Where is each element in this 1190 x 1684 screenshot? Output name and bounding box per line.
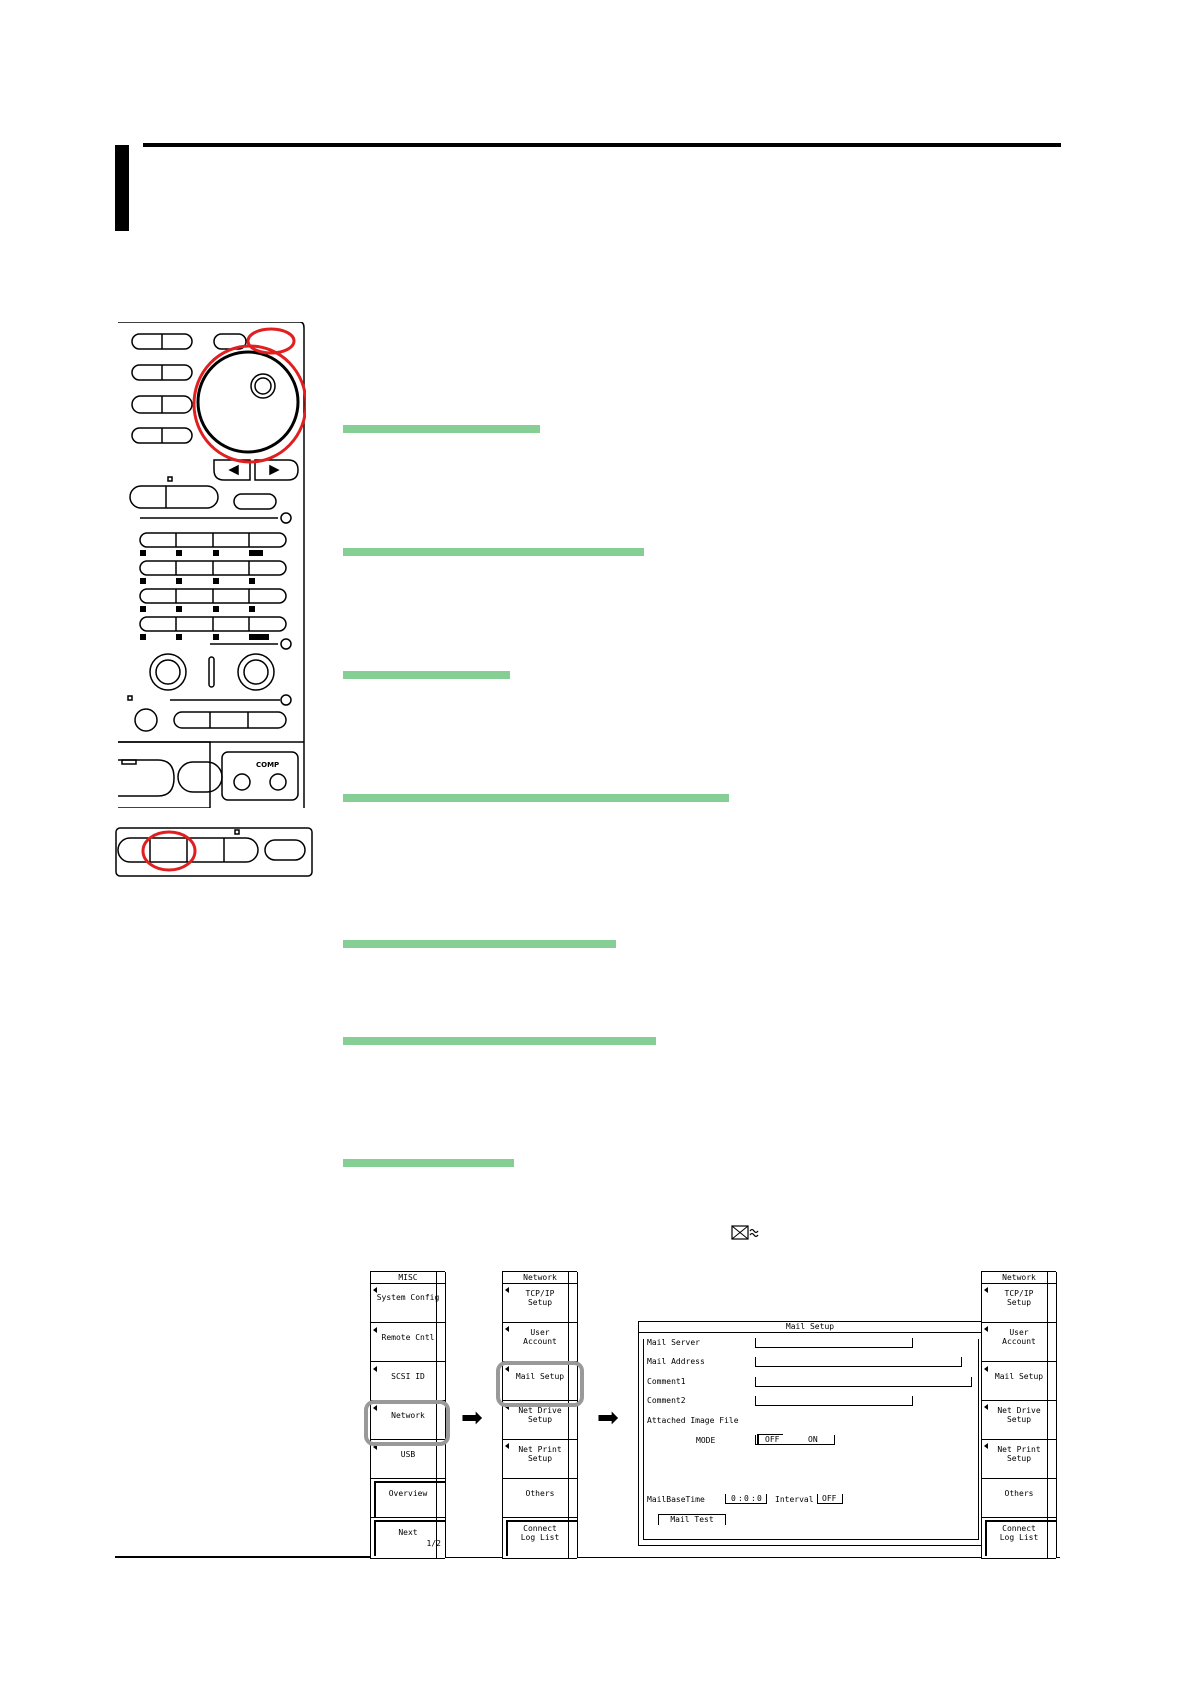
section-bar-2	[343, 548, 644, 556]
attached-image-file-label: Attached Image File	[647, 1416, 739, 1425]
softkey-mail-setup[interactable]: Mail Setup	[503, 1366, 577, 1381]
header-rule	[143, 143, 1061, 147]
section-bar-6	[343, 1037, 656, 1045]
network-panel-title: Network	[503, 1272, 577, 1284]
softkey-network[interactable]: Network	[371, 1405, 445, 1420]
device-bottom-keys	[115, 827, 313, 877]
section-bar-3	[343, 671, 510, 679]
interval-label: Interval	[775, 1495, 814, 1504]
page-indicator: 1/2	[426, 1539, 441, 1548]
softkey-others[interactable]: Others	[525, 1489, 555, 1498]
comment2-label: Comment2	[647, 1396, 686, 1405]
footer-rule-right	[445, 1557, 1060, 1558]
arrow-icon: ➡	[461, 1403, 483, 1433]
misc-soft-key-panel: MISC System Config Remote Cntl SCSI ID N…	[370, 1271, 446, 1559]
comment1-label: Comment1	[647, 1377, 686, 1386]
section-bar-5	[343, 940, 616, 948]
mail-address-field[interactable]	[755, 1357, 962, 1367]
mode-on-option[interactable]: ON	[808, 1435, 818, 1444]
highlight-network	[364, 1400, 450, 1446]
mode-label: MODE	[696, 1436, 716, 1445]
footer-rule	[115, 1556, 370, 1558]
chapter-marker	[115, 145, 129, 231]
softkey-scsi-id[interactable]: SCSI ID	[371, 1366, 445, 1381]
time-minute[interactable]: 0	[744, 1494, 749, 1503]
comment2-field[interactable]	[755, 1396, 913, 1406]
mail-server-field[interactable]	[755, 1338, 913, 1348]
softkey-remote-cntl[interactable]: Remote Cntl	[371, 1327, 445, 1342]
softkey-others-right[interactable]: Others	[1004, 1489, 1034, 1498]
softkey-overview[interactable]: Overview	[388, 1489, 428, 1498]
highlight-mail-setup	[496, 1361, 584, 1407]
softkey-next[interactable]: Next	[398, 1528, 418, 1537]
mail-icon	[731, 1225, 759, 1240]
mail-base-time-field[interactable]: 0 : 0 : 0	[725, 1494, 767, 1504]
section-bar-7	[343, 1159, 514, 1167]
network-panel-title-right: Network	[982, 1272, 1056, 1284]
section-bar-1	[343, 425, 540, 433]
dialog-title: Mail Setup	[639, 1322, 981, 1333]
mode-off-option[interactable]: OFF	[765, 1435, 780, 1444]
mail-setup-dialog: Mail Setup Mail Server Mail Address Comm…	[638, 1321, 982, 1546]
comp-label: COMP	[256, 761, 279, 769]
interval-field[interactable]: OFF	[817, 1494, 843, 1504]
section-bar-4	[343, 794, 729, 802]
device-front-panel: COMP	[118, 322, 306, 808]
mail-address-label: Mail Address	[647, 1357, 705, 1366]
mode-selector[interactable]: OFF ON	[755, 1434, 835, 1445]
time-hour[interactable]: 0	[731, 1494, 736, 1503]
softkey-mail-setup-right[interactable]: Mail Setup	[982, 1366, 1056, 1381]
misc-panel-title: MISC	[371, 1272, 445, 1284]
mail-base-time-label: MailBaseTime	[647, 1495, 705, 1504]
arrow-icon: ➡	[597, 1403, 619, 1433]
softkey-system-config[interactable]: System Config	[371, 1287, 445, 1302]
mail-server-label: Mail Server	[647, 1338, 700, 1347]
time-second[interactable]: 0	[757, 1494, 762, 1503]
softkey-usb[interactable]: USB	[371, 1444, 445, 1459]
comment1-field[interactable]	[755, 1377, 972, 1387]
mail-test-button[interactable]: Mail Test	[658, 1514, 726, 1525]
